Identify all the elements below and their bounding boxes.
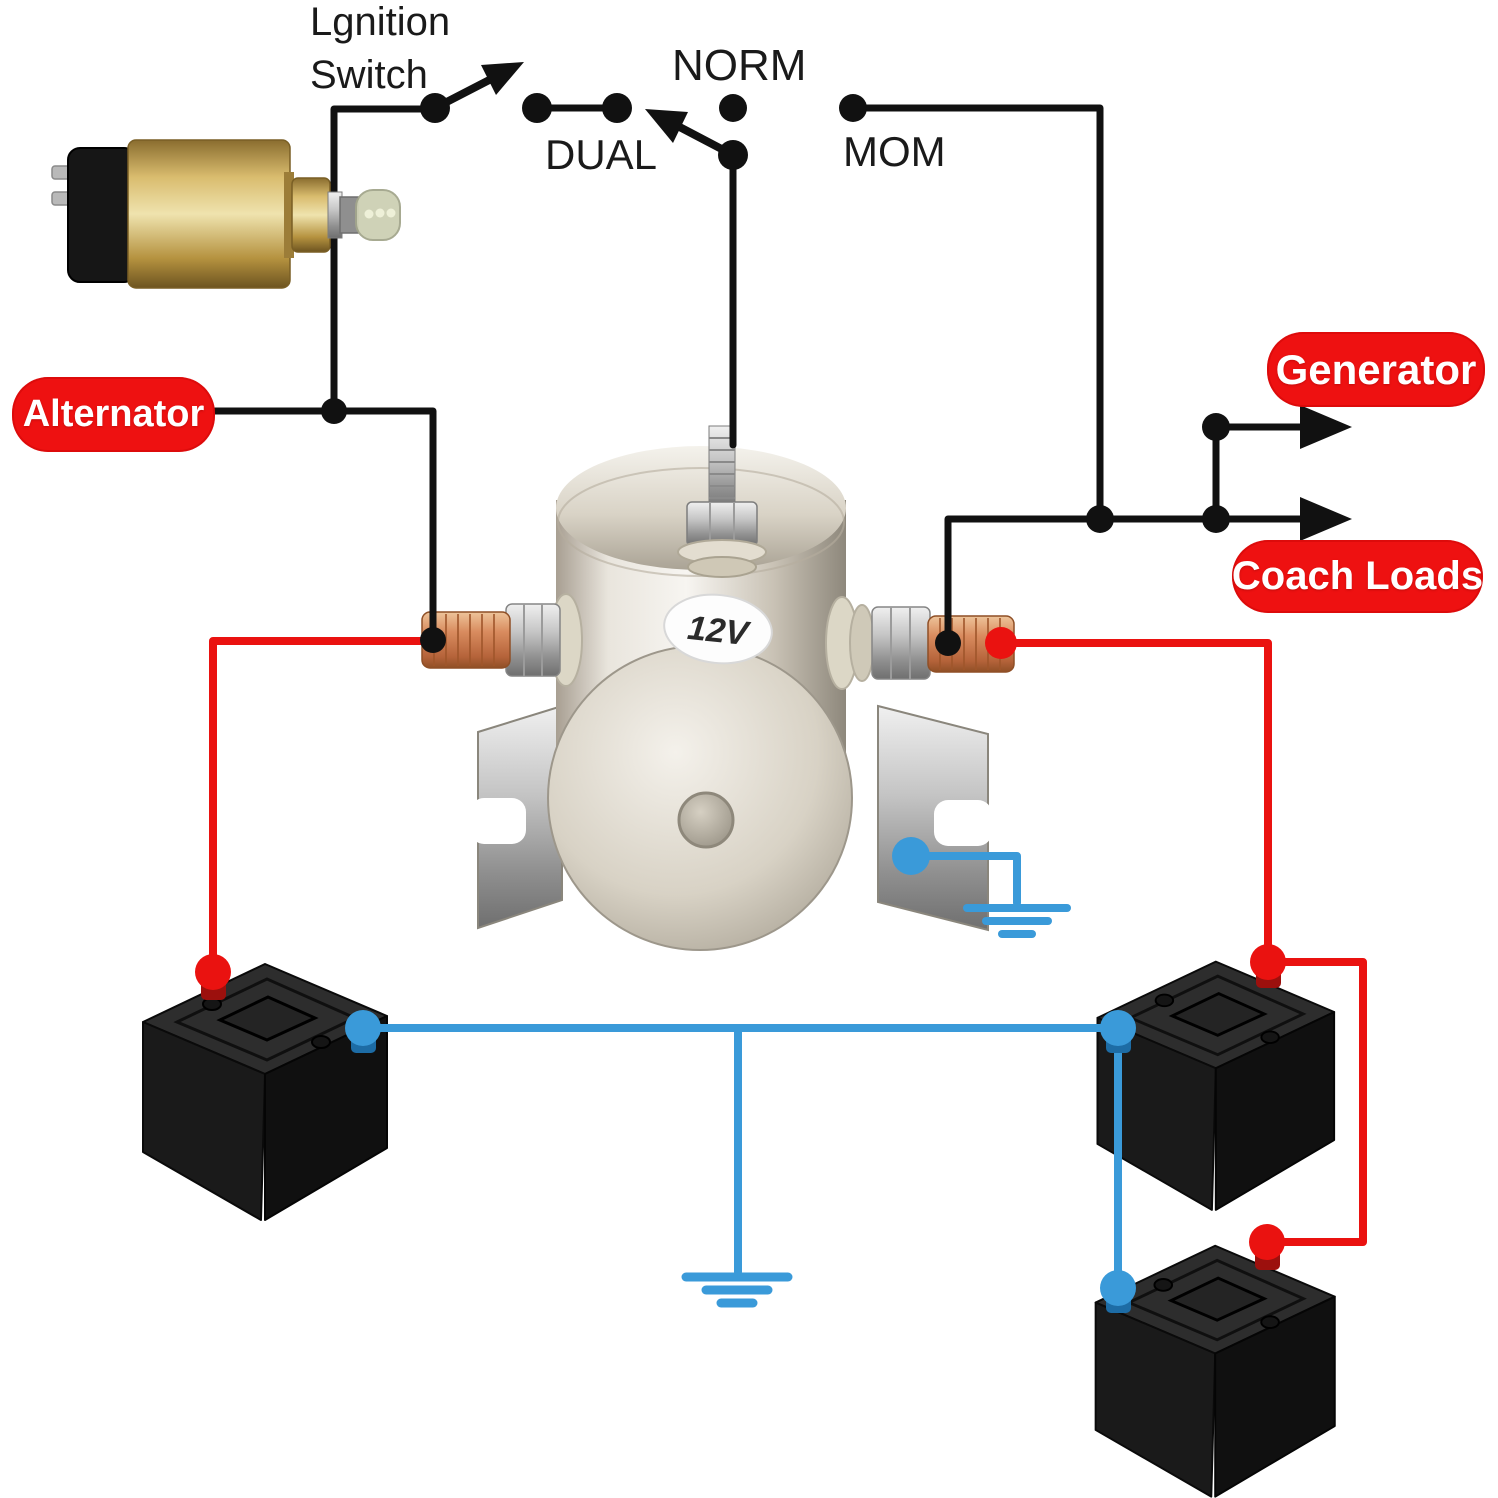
battery-negative-terminal <box>345 1010 381 1046</box>
battery-series-positive-wire <box>1263 958 1367 1246</box>
ignition-switch-wire <box>330 105 439 415</box>
solenoid-positive-connection-dot <box>985 627 1017 659</box>
red-wiring <box>209 637 1367 1246</box>
battery-positive-terminal <box>195 954 231 990</box>
battery-left <box>141 962 389 1222</box>
junction-dot <box>1086 505 1114 533</box>
alternator-label-text: Alternator <box>22 393 205 435</box>
blue-wiring <box>359 852 1122 1308</box>
generator-wire <box>1212 423 1304 523</box>
junction-dot <box>935 630 961 656</box>
coach-loads-arrow-icon <box>1300 497 1352 541</box>
alternator-label: Alternator <box>12 377 215 452</box>
switch-neck <box>291 177 331 253</box>
coach-loads-wire <box>944 515 1304 647</box>
junction-dot <box>321 398 347 424</box>
ground-symbol-battery <box>681 1272 793 1308</box>
generator-label: Generator <box>1267 332 1485 407</box>
coach-loads-label-text: Coach Loads <box>1231 554 1484 598</box>
solenoid-12v: 12V <box>421 425 1015 951</box>
ignition-switch-label-line2: Switch <box>310 53 428 97</box>
junctions-and-terminals <box>195 93 1286 1313</box>
junction-dot <box>1202 505 1230 533</box>
dual-label: DUAL <box>545 131 658 178</box>
solenoid-top-stud <box>677 425 767 578</box>
left-battery-positive-wire <box>209 637 437 976</box>
switch-body <box>127 139 291 289</box>
mom-contact-dot <box>839 94 867 122</box>
generator-arrow-icon <box>1300 405 1352 449</box>
ignition-switch-component <box>51 139 401 289</box>
solenoid-center-bolt <box>677 791 735 849</box>
norm-contact-dot <box>719 94 747 122</box>
dual-contact-dot <box>522 93 552 123</box>
battery-right-upper <box>1096 960 1336 1212</box>
right-battery-positive-wire <box>997 639 1272 966</box>
solenoid-left-terminal <box>421 593 583 687</box>
alternator-wire <box>211 407 437 644</box>
solenoid-voltage-sticker: 12V <box>663 593 773 665</box>
mom-wire <box>849 104 1104 523</box>
solenoid-ground-wire <box>907 852 1021 907</box>
ground-symbol-solenoid <box>963 904 1071 938</box>
switch-cap <box>67 147 137 283</box>
junction-dot <box>420 627 446 653</box>
black-wiring <box>211 62 1352 647</box>
battery-negative-terminal <box>1100 1270 1136 1306</box>
generator-label-text: Generator <box>1275 345 1477 393</box>
switch-contact-dot <box>420 93 450 123</box>
selector-pivot-dot <box>718 140 748 170</box>
junction-dot <box>1202 413 1230 441</box>
selector-blade-arrow-icon <box>645 109 688 143</box>
ignition-switch-label-line1: Lgnition <box>310 0 451 44</box>
coach-loads-label: Coach Loads <box>1232 540 1483 613</box>
norm-label: NORM <box>672 41 807 90</box>
battery-negative-terminal <box>1100 1010 1136 1046</box>
ignition-blade-arrow-icon <box>481 62 524 95</box>
dual-contact-dot <box>602 93 632 123</box>
mom-label: MOM <box>843 128 946 175</box>
solenoid-ground-dot <box>892 837 930 875</box>
battery-positive-terminal <box>1250 944 1286 980</box>
solenoid-voltage-text: 12V <box>686 609 753 653</box>
switch-flange <box>284 172 294 258</box>
battery-positive-terminal <box>1249 1224 1285 1260</box>
